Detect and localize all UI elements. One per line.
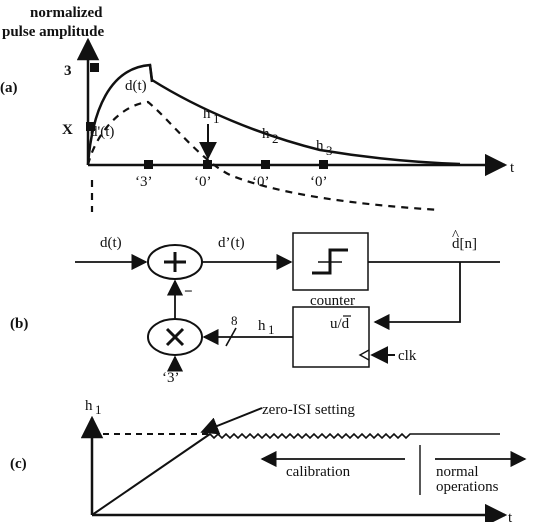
curve-dprime-label: d'(t)	[90, 124, 114, 140]
sample-label-4: ‘0’	[310, 174, 328, 190]
tick-x-marker	[86, 122, 95, 131]
multiplier-x-2	[165, 327, 185, 347]
sample-marker-4	[319, 160, 328, 169]
h1-label: h	[203, 106, 211, 122]
panel-c: (c) h 1 t zero-ISI setting calibration n…	[10, 398, 527, 522]
bus-width-label: 8	[231, 313, 238, 328]
tick-x-label: X	[62, 122, 73, 138]
sample-marker-2	[203, 160, 212, 169]
counter-ud: u/d	[330, 316, 350, 332]
x-axis-label: t	[510, 160, 515, 176]
feedback-sub: 1	[268, 322, 275, 337]
h1-sub: 1	[213, 111, 220, 126]
counter-title: counter	[310, 293, 355, 309]
pulse-d-peak-edge	[148, 64, 154, 83]
tick-3-marker	[90, 63, 99, 72]
sample-marker-3	[261, 160, 270, 169]
y-axis-label-line1: normalized	[30, 5, 103, 21]
y-axis-label-line2: pulse amplitude	[2, 24, 104, 40]
sample-label-2: ‘0’	[194, 174, 212, 190]
h2-label: h	[262, 126, 270, 142]
output-label: d[n]	[452, 236, 477, 252]
panel-b-label: (b)	[10, 316, 28, 332]
normal-label-line2: operations	[436, 479, 499, 495]
h1-steady-ripple	[209, 432, 500, 440]
feedback-path	[373, 262, 461, 331]
clk-label: clk	[398, 348, 417, 364]
h2-sub: 2	[272, 131, 279, 146]
mult-in-label: ‘3’	[162, 370, 180, 386]
h1-ramp	[91, 433, 211, 516]
clk-triangle	[358, 349, 370, 361]
c-y-axis-sub: 1	[95, 402, 102, 417]
h3-sub: 3	[326, 143, 333, 158]
normal-label-line1: normal	[436, 464, 479, 480]
panel-a: (a) normalized pulse amplitude t 3 X d(t…	[0, 5, 515, 212]
h3-label: h	[316, 138, 324, 154]
zero-isi-annotation: zero-ISI setting	[262, 402, 355, 418]
calibration-label: calibration	[286, 464, 351, 480]
zero-isi-arrow	[200, 407, 263, 435]
curve-d-label: d(t)	[125, 78, 147, 94]
feedback-label: h	[258, 318, 266, 334]
input-label: d(t)	[100, 235, 122, 251]
sample-label-3: ‘0’	[252, 174, 270, 190]
sum-out-label: d’(t)	[218, 235, 245, 251]
sample-label-1: ‘3’	[135, 174, 153, 190]
bus-width-slash	[225, 327, 237, 347]
c-y-axis-label: h	[85, 398, 93, 414]
c-x-axis-label: t	[508, 510, 513, 522]
output-hat: ^	[452, 228, 459, 244]
pulse-dprime-curve	[86, 100, 441, 212]
panel-a-label: (a)	[0, 80, 18, 96]
tick-3-label: 3	[64, 63, 72, 79]
panel-b: (b) d(t) − d’(t) ^ d[n] counter u/d clk …	[10, 228, 500, 386]
panel-c-label: (c)	[10, 456, 27, 472]
minus-sign: −	[184, 284, 193, 300]
sample-marker-1	[144, 160, 153, 169]
pulse-d-curve	[86, 63, 461, 166]
